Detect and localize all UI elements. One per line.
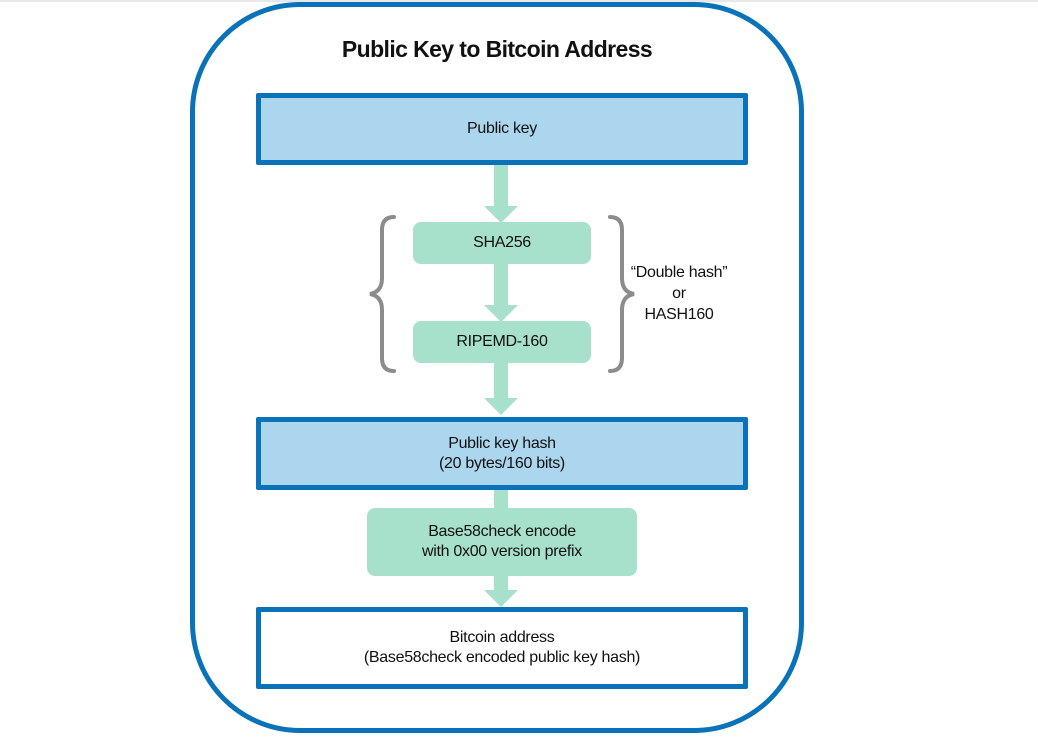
annotation-line-3: HASH160 — [644, 306, 714, 323]
arrow-shaft-5 — [494, 576, 508, 592]
node-sha256: SHA256 — [413, 222, 591, 264]
node-bitcoin-address: Bitcoin address (Base58check encoded pub… — [256, 607, 748, 689]
node-base58check-encode: Base58check encode with 0x00 version pre… — [367, 508, 637, 576]
node-public-key-hash-line-1: Public key hash — [448, 434, 556, 452]
node-base58check-encode-line-2: with 0x00 version prefix — [422, 543, 582, 560]
node-public-key-hash-line-2: (20 bytes/160 bits) — [439, 454, 565, 472]
double-hash-annotation: “Double hash” or HASH160 — [620, 262, 738, 325]
node-public-key-hash: Public key hash (20 bytes/160 bits) — [256, 417, 748, 490]
arrow-shaft-1 — [494, 165, 508, 207]
connector-shaft-4 — [494, 490, 508, 508]
diagram-title: Public Key to Bitcoin Address — [341, 36, 653, 62]
node-public-key-label: Public key — [467, 120, 537, 137]
node-bitcoin-address-line-2: (Base58check encoded public key hash) — [363, 649, 641, 666]
node-ripemd160: RIPEMD-160 — [413, 321, 591, 363]
annotation-line-2: or — [672, 285, 686, 302]
arrow-shaft-2 — [494, 264, 508, 306]
arrow-head-5 — [484, 590, 518, 607]
node-base58check-encode-line-1: Base58check encode — [428, 523, 576, 540]
top-divider — [0, 0, 1038, 2]
arrow-head-2 — [484, 305, 518, 322]
arrow-head-1 — [484, 206, 518, 223]
node-public-key: Public key — [256, 93, 748, 165]
left-brace — [369, 215, 396, 373]
arrow-shaft-3 — [494, 363, 508, 399]
right-brace — [608, 215, 635, 373]
diagram-frame — [190, 2, 804, 733]
arrow-head-3 — [484, 398, 518, 415]
node-sha256-label: SHA256 — [473, 234, 531, 251]
node-bitcoin-address-line-1: Bitcoin address — [449, 629, 555, 646]
node-ripemd160-label: RIPEMD-160 — [456, 333, 548, 350]
annotation-line-1: “Double hash” — [630, 264, 728, 281]
